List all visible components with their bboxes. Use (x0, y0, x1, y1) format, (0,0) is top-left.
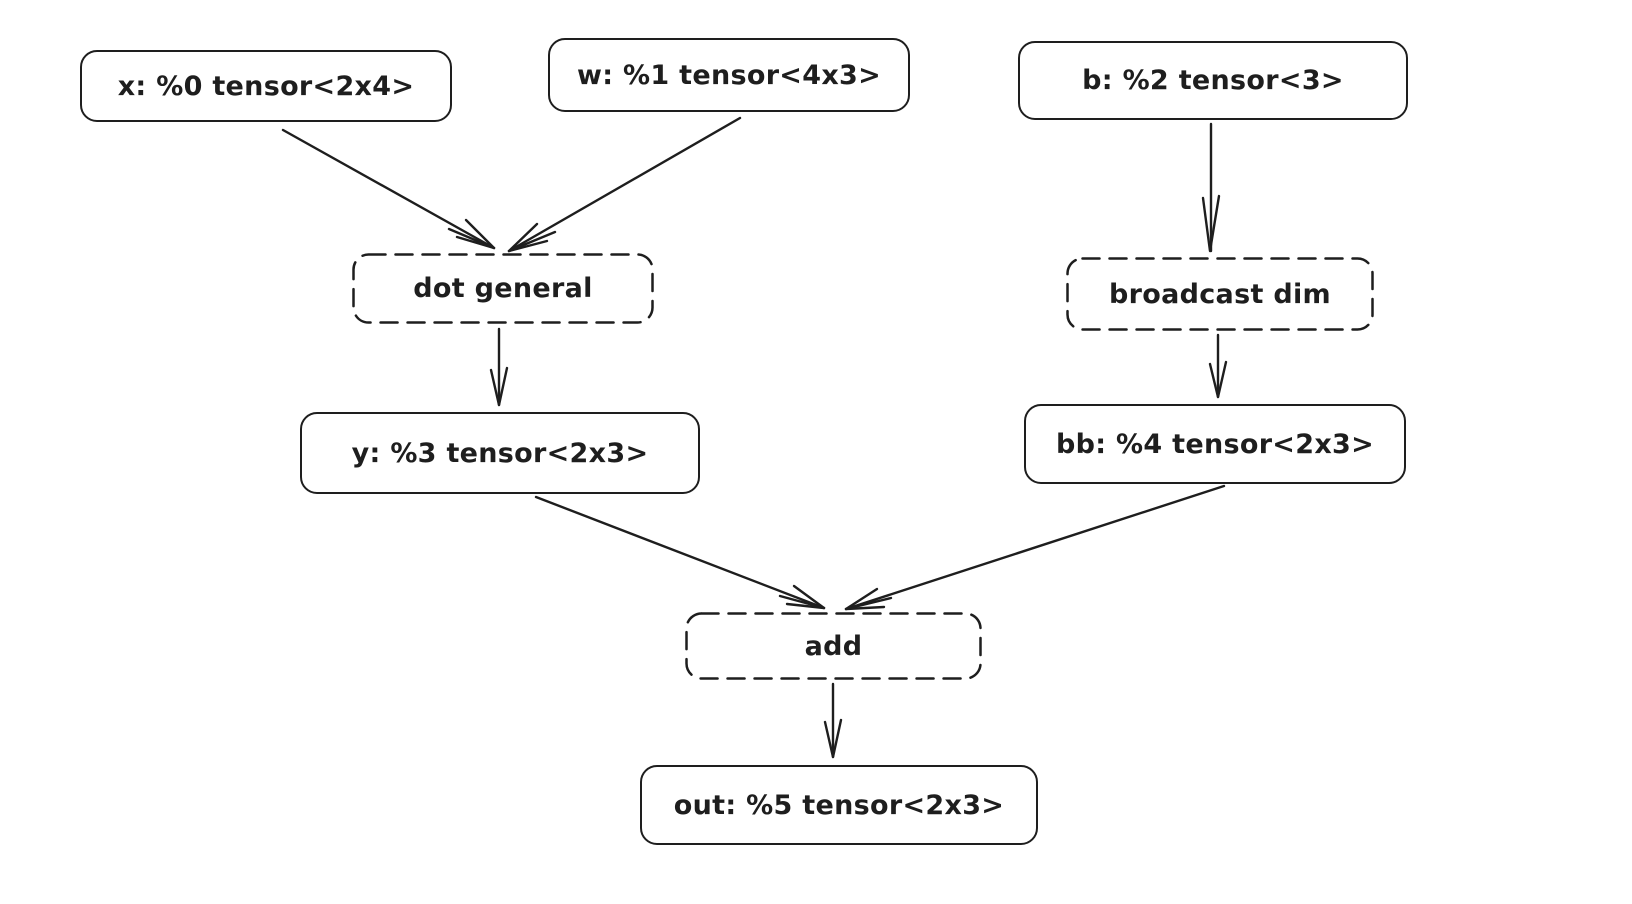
edge-broadcast-dim-to-bb (1208, 333, 1228, 399)
node-dot-general-label: dot general (413, 273, 593, 304)
edge-x-to-dot-general (281, 128, 496, 250)
dashed-outline (1066, 257, 1374, 331)
node-b: b: %2 tensor<3> (1018, 41, 1408, 120)
node-broadcast-dim-label: broadcast dim (1109, 278, 1331, 310)
node-add: add (685, 612, 982, 680)
edge-add-to-out (823, 682, 843, 759)
dashed-outline (685, 612, 982, 680)
node-w: w: %1 tensor<4x3> (548, 38, 910, 112)
edge-w-to-dot-general (507, 116, 742, 253)
node-x: x: %0 tensor<2x4> (80, 50, 452, 122)
node-x-label: x: %0 tensor<2x4> (117, 70, 415, 102)
node-y-label: y: %3 tensor<2x3> (351, 437, 649, 469)
edge-dot-general-to-y (489, 327, 509, 407)
node-out: out: %5 tensor<2x3> (640, 765, 1038, 845)
node-bb-label: bb: %4 tensor<2x3> (1055, 428, 1375, 460)
node-bb: bb: %4 tensor<2x3> (1024, 404, 1406, 484)
node-y: y: %3 tensor<2x3> (300, 412, 700, 494)
node-b-label: b: %2 tensor<3> (1082, 65, 1344, 96)
node-add-label: add (804, 630, 863, 662)
edge-y-to-add (534, 495, 826, 610)
edge-b-to-broadcast-dim (1201, 122, 1221, 253)
node-w-label: w: %1 tensor<4x3> (576, 59, 882, 91)
dashed-outline (352, 253, 654, 324)
node-broadcast-dim: broadcast dim (1066, 257, 1374, 331)
node-dot-general: dot general (352, 253, 654, 324)
edge-bb-to-add (844, 484, 1226, 611)
node-out-label: out: %5 tensor<2x3> (673, 789, 1005, 821)
